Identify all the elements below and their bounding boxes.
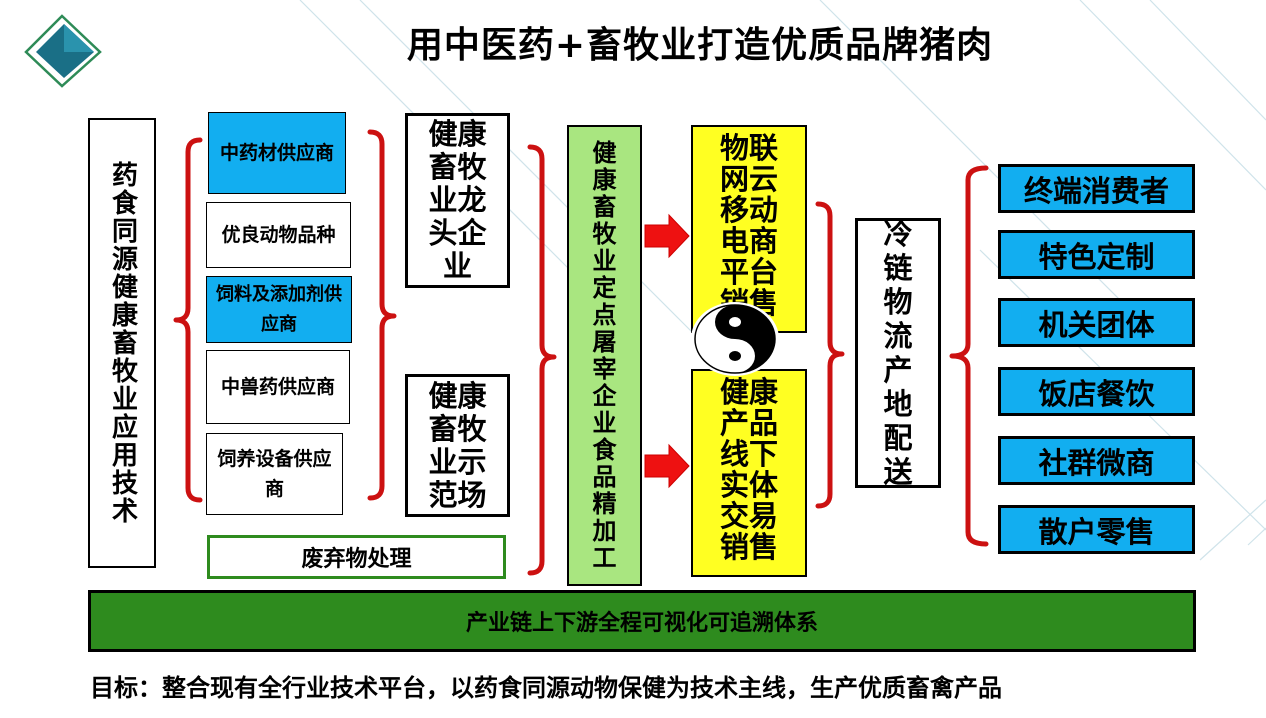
goal-statement: 目标：整合现有全行业技术平台，以药食同源动物保健为技术主线，生产优质畜禽产品: [90, 674, 1002, 702]
demo-farm-label: 健康畜牧业示范场: [428, 378, 487, 512]
arrow-right-icon: [644, 213, 690, 259]
traceability-bar: 产业链上下游全程可视化可追溯体系: [88, 590, 1196, 652]
online-sales-box: 物联网云移动电商平台销售: [691, 125, 807, 333]
online-sales-label: 物联网云移动电商平台销售: [719, 131, 778, 320]
left-label-box: 药食同源健康畜牧业应用技术: [88, 118, 156, 568]
supplier-box: 饲料及添加剂供应商: [206, 276, 352, 343]
leading-enterprise-box: 健康畜牧业龙头企业: [405, 113, 510, 288]
processing-box: 健康畜牧业定点屠宰企业食品精加工: [567, 125, 642, 586]
outlet-label: 机关团体: [1038, 307, 1155, 342]
outlet-label: 散户零售: [1038, 514, 1155, 549]
page-title: 用中医药+畜牧业打造优质品牌猪肉: [406, 25, 994, 66]
outlet-label: 终端消费者: [1023, 173, 1169, 208]
supplier-box: 中药材供应商: [208, 112, 346, 194]
supplier-label: 优良动物品种: [221, 224, 336, 246]
offline-sales-box: 健康产品线下实体交易销售: [691, 369, 807, 577]
outlet-label: 社群微商: [1038, 445, 1155, 480]
outlet-box: 机关团体: [998, 298, 1195, 347]
outlet-box: 散户零售: [998, 505, 1195, 554]
cold-chain-label: 冷链物流产地配送: [883, 217, 913, 489]
waste-treatment-label: 废弃物处理: [301, 547, 412, 572]
supplier-box: 中兽药供应商: [206, 350, 350, 424]
supplier-label: 饲料及添加剂供应商: [216, 283, 342, 335]
arrow-right-icon: [644, 443, 690, 489]
supplier-box: 饲养设备供应商: [206, 433, 343, 515]
demo-farm-box: 健康畜牧业示范场: [405, 374, 510, 517]
waste-treatment-box: 废弃物处理: [207, 535, 506, 579]
supplier-box: 优良动物品种: [206, 202, 351, 268]
supplier-label: 中药材供应商: [219, 142, 334, 164]
cold-chain-box: 冷链物流产地配送: [855, 217, 941, 489]
left-label-text: 药食同源健康畜牧业应用技术: [107, 161, 138, 525]
outlet-box: 终端消费者: [998, 164, 1195, 213]
outlet-box: 社群微商: [998, 436, 1195, 485]
outlet-box: 饭店餐饮: [998, 367, 1195, 416]
supplier-label: 中兽药供应商: [220, 376, 335, 398]
logo-diamond-icon: [24, 14, 102, 88]
outlet-box: 特色定制: [998, 230, 1195, 279]
outlet-label: 特色定制: [1038, 239, 1155, 274]
offline-sales-label: 健康产品线下实体交易销售: [719, 375, 778, 564]
processing-label: 健康畜牧业定点屠宰企业食品精加工: [592, 138, 617, 572]
yin-yang-icon: [691, 302, 779, 376]
outlet-label: 饭店餐饮: [1038, 376, 1155, 411]
traceability-label: 产业链上下游全程可视化可追溯体系: [465, 611, 818, 636]
leading-enterprise-label: 健康畜牧业龙头企业: [428, 117, 487, 283]
supplier-label: 饲养设备供应商: [217, 448, 332, 500]
